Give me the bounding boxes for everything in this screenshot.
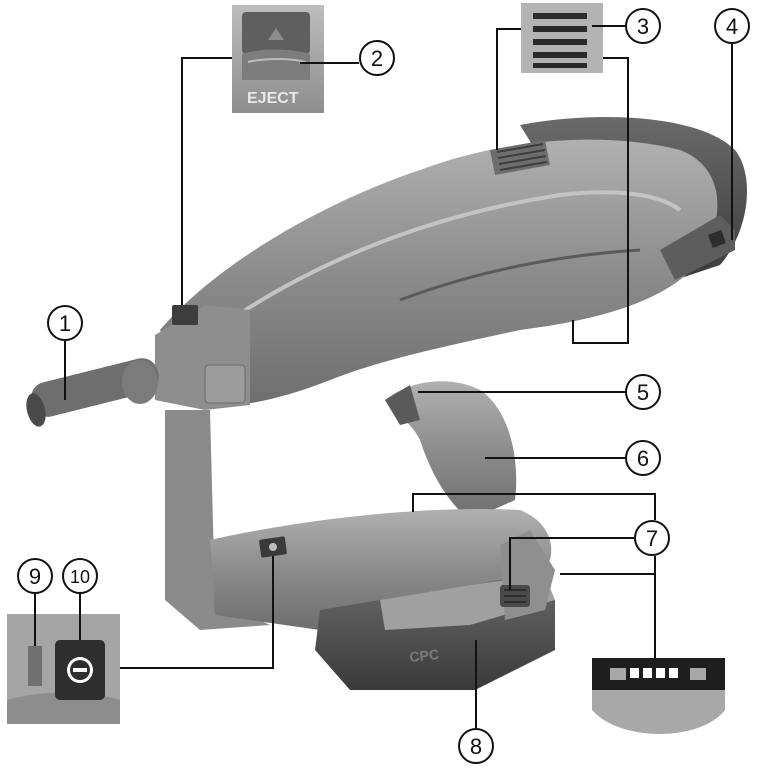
svg-text:6: 6 xyxy=(637,446,649,471)
led-indicator xyxy=(28,646,42,686)
inset-eject: EJECT xyxy=(232,5,324,113)
svg-text:4: 4 xyxy=(726,14,738,39)
svg-text:7: 7 xyxy=(646,526,658,551)
svg-text:2: 2 xyxy=(371,46,383,71)
eject-label: EJECT xyxy=(247,90,299,107)
trigger xyxy=(385,385,420,425)
rear-slot-opening xyxy=(708,230,726,248)
callout-2: 2 xyxy=(359,40,395,76)
svg-text:9: 9 xyxy=(29,564,41,589)
inset-terminal xyxy=(592,658,725,734)
battery-pack: CPC xyxy=(315,530,555,690)
leader-lines xyxy=(34,25,733,728)
piston-guide xyxy=(26,358,159,427)
front-frame xyxy=(165,410,270,630)
svg-text:5: 5 xyxy=(637,380,649,405)
callout-4: 4 xyxy=(714,8,750,44)
rear-slot xyxy=(660,215,735,280)
callout-8: 8 xyxy=(458,728,494,764)
callout-5: 5 xyxy=(625,374,661,410)
callout-1: 1 xyxy=(47,305,83,341)
callout-7: 7 xyxy=(634,520,670,556)
svg-text:3: 3 xyxy=(637,14,649,39)
inset-switch xyxy=(7,614,120,724)
nose-side-plate xyxy=(204,364,246,404)
battery-brand-text: CPC xyxy=(409,646,440,665)
svg-text:10: 10 xyxy=(70,567,90,587)
svg-text:1: 1 xyxy=(59,311,71,336)
callout-10: 10 xyxy=(62,558,98,594)
svg-text:8: 8 xyxy=(470,734,482,759)
housing-ridge xyxy=(228,190,682,322)
main-housing xyxy=(160,139,718,407)
eject-button-on-tool xyxy=(172,305,198,325)
callout-9: 9 xyxy=(17,558,53,594)
air-vent xyxy=(490,140,550,175)
battery-release-button xyxy=(500,585,530,607)
battery-mount xyxy=(210,509,552,630)
inset-vent xyxy=(521,3,603,73)
callout-6: 6 xyxy=(625,440,661,476)
tool-body: CPC xyxy=(26,117,747,690)
housing-groove xyxy=(399,248,641,302)
callout-3: 3 xyxy=(625,8,661,44)
